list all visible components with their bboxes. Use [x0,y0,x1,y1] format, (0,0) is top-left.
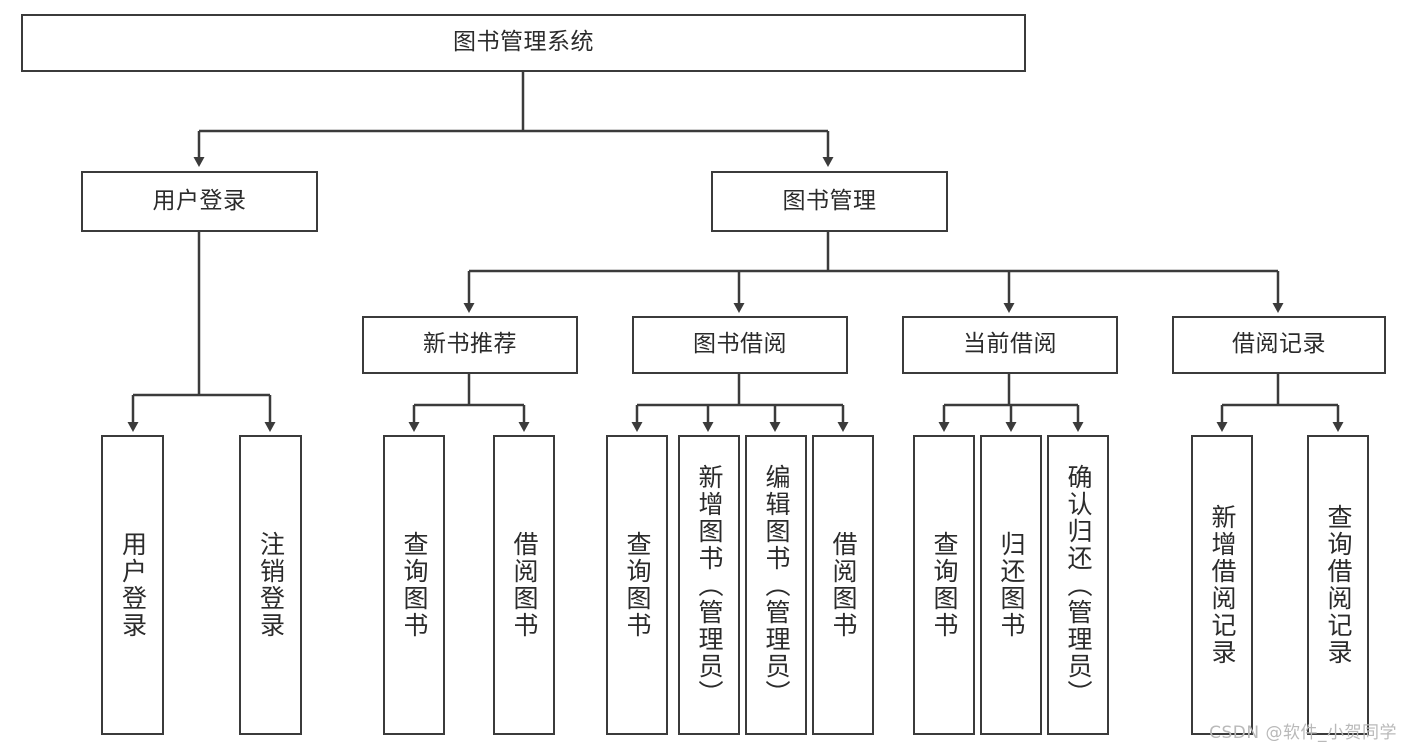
node-label: 借阅图书 [829,531,858,639]
node-label: 借阅图书 [510,531,539,639]
node-label: 归还图书 [997,531,1026,639]
node-label: 确认归还（管理员） [1064,463,1093,707]
node-leaf-query-book-recommend[interactable]: 查询图书 [383,435,445,735]
node-label: 图书管理系统 [453,29,594,56]
node-book-management[interactable]: 图书管理 [711,171,948,232]
node-label: 借阅记录 [1232,331,1326,358]
node-current-borrow[interactable]: 当前借阅 [902,316,1118,374]
node-leaf-add-borrow-record[interactable]: 新增借阅记录 [1191,435,1253,735]
node-label: 新书推荐 [423,331,517,358]
node-label: 注销登录 [256,531,286,639]
node-leaf-query-borrow-record[interactable]: 查询借阅记录 [1307,435,1369,735]
node-leaf-user-login[interactable]: 用户登录 [101,435,164,735]
node-label: 图书管理 [782,187,877,214]
node-new-book-recommend[interactable]: 新书推荐 [362,316,578,374]
node-label: 查询图书 [400,531,429,639]
node-user-login[interactable]: 用户登录 [81,171,318,232]
node-label: 用户登录 [118,531,148,639]
node-leaf-edit-book-admin[interactable]: 编辑图书（管理员） [745,435,807,735]
node-book-borrow[interactable]: 图书借阅 [632,316,848,374]
node-leaf-borrow-book[interactable]: 借阅图书 [812,435,874,735]
node-label: 当前借阅 [963,331,1057,358]
node-borrow-record[interactable]: 借阅记录 [1172,316,1386,374]
node-label: 用户登录 [152,187,247,214]
node-leaf-query-book-borrow[interactable]: 查询图书 [606,435,668,735]
node-leaf-query-book-current[interactable]: 查询图书 [913,435,975,735]
watermark: CSDN @软件_小贺同学 [1209,723,1397,743]
node-leaf-logout[interactable]: 注销登录 [239,435,302,735]
node-label: 查询图书 [623,531,652,639]
node-label: 新增借阅记录 [1208,504,1237,666]
node-label: 查询图书 [930,531,959,639]
node-leaf-add-book-admin[interactable]: 新增图书（管理员） [678,435,740,735]
node-leaf-return-book[interactable]: 归还图书 [980,435,1042,735]
node-leaf-confirm-return-admin[interactable]: 确认归还（管理员） [1047,435,1109,735]
node-label: 编辑图书（管理员） [762,463,791,707]
node-root-book-management-system[interactable]: 图书管理系统 [21,14,1026,72]
node-label: 查询借阅记录 [1324,504,1353,666]
node-label: 新增图书（管理员） [695,463,724,707]
node-label: 图书借阅 [693,331,787,358]
node-leaf-borrow-book-recommend[interactable]: 借阅图书 [493,435,555,735]
